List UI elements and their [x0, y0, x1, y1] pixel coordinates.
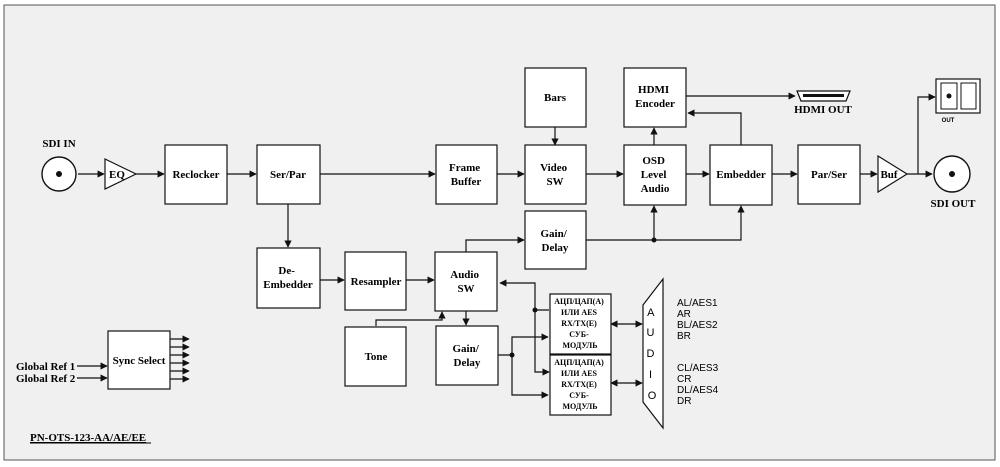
reclocker-block [164, 144, 228, 205]
audio-sw-block [434, 251, 498, 312]
sync-select-block [107, 330, 171, 390]
tone-label: Tone [365, 351, 388, 363]
audio-connector [642, 277, 664, 430]
audio-channels-group-1: AL/AES1 AR BL/AES2 BR [677, 298, 720, 342]
de-embedder-block [256, 247, 321, 309]
part-number: PN-OTS-123-AA/AE/EE [30, 432, 146, 444]
submodule-2-block [549, 354, 612, 416]
audio-connector-label: A U D I O [646, 307, 657, 402]
sdi-out-label: SDI OUT [931, 198, 977, 210]
gain-delay-top-label: Gain/ Delay [540, 228, 569, 254]
out-connector [935, 78, 981, 114]
osd-label: OSD Level Audio [641, 155, 670, 195]
sync-select-label: Sync Select [113, 355, 166, 367]
bars-label: Bars [544, 92, 567, 104]
video-sw-block [524, 144, 587, 205]
connections [77, 92, 936, 399]
frame-buffer-label: Frame Buffer [449, 162, 483, 188]
eq-label: EQ [109, 169, 125, 181]
eq-amplifier [104, 158, 138, 190]
buf-label: Buf [880, 169, 897, 181]
global-ref-1-label: Global Ref 1 [16, 361, 75, 373]
de-embedder-label: De- Embedder [263, 265, 313, 291]
hdmi-out-label: HDMI OUT [794, 104, 852, 116]
hdmi-out-connector [796, 90, 851, 102]
bars-block [524, 67, 587, 128]
par-ser-block [797, 144, 861, 205]
gain-delay-top-block [524, 210, 587, 270]
par-ser-label: Par/Ser [811, 169, 847, 181]
gain-delay-bottom-block [435, 325, 499, 386]
ser-par-label: Ser/Par [270, 169, 306, 181]
global-ref-2-label: Global Ref 2 [16, 373, 76, 385]
submodule-2-label: АЦП/ЦАП(А) ИЛИ AES RX/TX(E) СУБ- МОДУЛЬ [554, 358, 606, 411]
ser-par-block [256, 144, 321, 205]
sdi-in-connector [41, 156, 77, 192]
sdi-in-label: SDI IN [42, 138, 75, 150]
video-sw-label: Video SW [540, 162, 570, 188]
tone-block [344, 326, 407, 387]
diagram-frame [3, 4, 996, 461]
buf-amplifier [877, 154, 909, 194]
submodule-1-block [549, 293, 612, 355]
hdmi-encoder-label: HDMI Encoder [635, 84, 675, 110]
embedder-block [709, 144, 773, 206]
frame-buffer-block [435, 144, 498, 205]
gain-delay-bottom-label: Gain/ Delay [452, 343, 481, 369]
resampler-label: Resampler [351, 276, 402, 288]
audio-sw-label: Audio SW [450, 269, 482, 295]
out-label: OUT [942, 118, 955, 124]
reclocker-label: Reclocker [172, 169, 219, 181]
sdi-out-connector [933, 155, 971, 193]
audio-channels-group-2: CL/AES3 CR DL/AES4 DR [677, 363, 721, 407]
embedder-label: Embedder [716, 169, 766, 181]
resampler-block [344, 251, 407, 311]
osd-block [623, 144, 687, 206]
hdmi-encoder-block [623, 67, 687, 128]
submodule-1-label: АЦП/ЦАП(А) ИЛИ AES RX/TX(E) СУБ- МОДУЛЬ [554, 297, 606, 350]
